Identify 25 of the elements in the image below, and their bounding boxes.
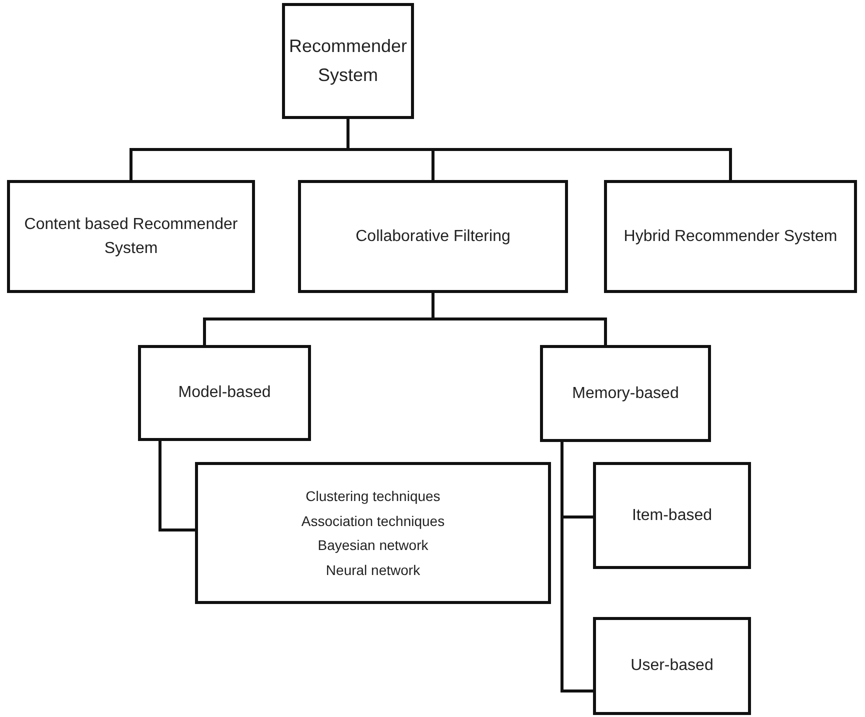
box-label: Association techniques xyxy=(300,512,446,531)
box-label: Memory-based xyxy=(571,384,680,404)
category-box xyxy=(593,617,751,715)
box-label: Content based Recommender System xyxy=(23,214,239,258)
category-box xyxy=(138,345,311,441)
connector-line xyxy=(432,293,607,345)
box-label: Bayesian network xyxy=(316,536,430,555)
category-box xyxy=(195,462,551,604)
category-box xyxy=(604,180,857,293)
category-box xyxy=(540,345,711,442)
category-box xyxy=(593,462,751,569)
category-box xyxy=(298,180,568,293)
box-label: Model-based xyxy=(177,383,272,403)
category-box xyxy=(7,180,255,293)
connector-line xyxy=(158,441,195,532)
box-label: Hybrid Recommender System xyxy=(622,226,838,246)
connector-line xyxy=(560,442,593,692)
box-label: Collaborative Filtering xyxy=(354,226,512,246)
box-label: Clustering techniques xyxy=(304,487,442,506)
box-label: Recommender System xyxy=(288,35,408,87)
box-label: User-based xyxy=(630,656,714,676)
connector-line xyxy=(346,119,732,180)
category-box xyxy=(282,3,414,119)
box-label: Item-based xyxy=(630,506,714,526)
box-label: Neural network xyxy=(324,560,422,580)
